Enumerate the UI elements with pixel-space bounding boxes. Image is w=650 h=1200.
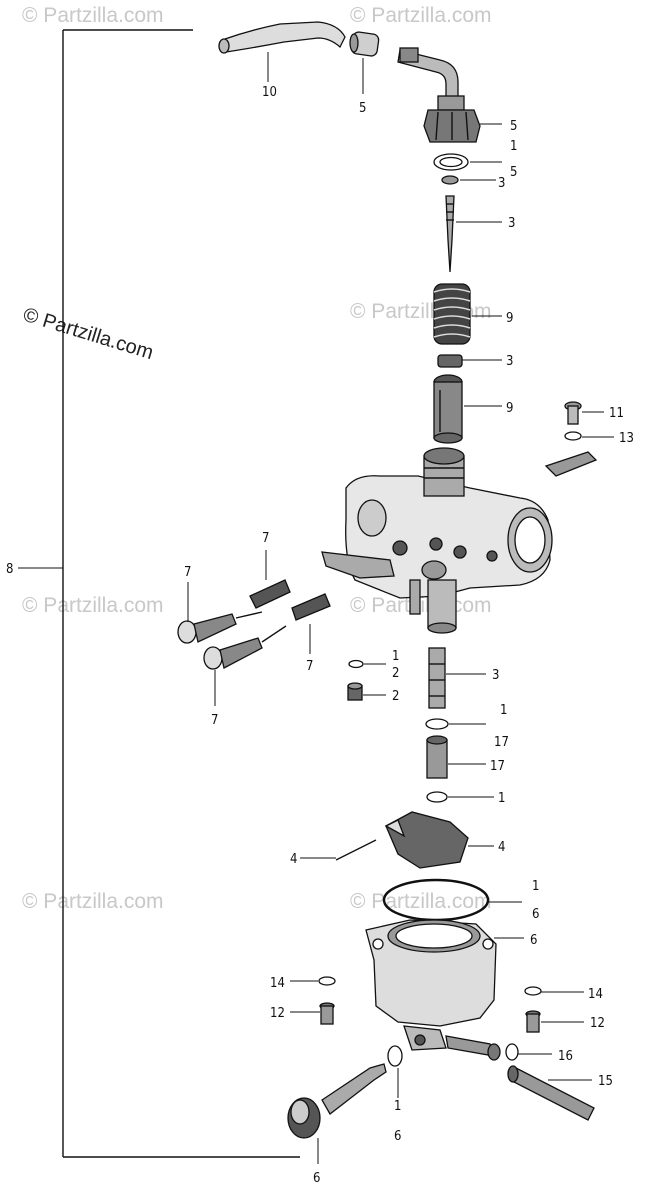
screw-11 <box>564 401 582 425</box>
callout-3-needle: 3 <box>508 216 515 231</box>
callout-1-drain: 1 <box>394 1099 401 1114</box>
top-cap-nut <box>423 95 481 143</box>
callout-17-ring: 17 <box>494 735 509 750</box>
cap-gasket-inner <box>439 156 463 168</box>
throttle-slide <box>433 374 463 444</box>
drain-o-ring <box>387 1045 403 1067</box>
callout-5-hose: 5 <box>359 101 366 116</box>
float-pin <box>335 839 377 861</box>
needle-clip <box>441 175 459 185</box>
callout-6-gasket: 6 <box>532 907 539 922</box>
watermark-main: © Partzilla.com <box>21 304 156 364</box>
washer-1 <box>426 791 448 803</box>
leader-lines <box>187 52 614 1164</box>
callout-labels: 10 5 5 1 5 3 3 9 3 9 11 13 8 7 7 7 7 1 2… <box>6 85 634 1186</box>
callout-14-right: 14 <box>588 987 603 1002</box>
watermark: © Partzilla.com <box>22 4 164 27</box>
callout-2-jet-b: 2 <box>392 689 399 704</box>
watermark: © Partzilla.com <box>350 890 492 913</box>
callout-10: 10 <box>262 85 277 100</box>
callout-1-jet-a: 1 <box>392 649 399 664</box>
callout-1-ring: 1 <box>500 703 507 718</box>
callout-7-c: 7 <box>306 659 313 674</box>
watermark: © Partzilla.com <box>350 4 492 27</box>
callout-3-retainer: 3 <box>506 354 513 369</box>
fuel-inlet-pipe <box>397 47 459 99</box>
callout-6-drain: 6 <box>394 1129 401 1144</box>
carburetor-body <box>321 447 553 634</box>
callout-1-washer: 1 <box>498 791 505 806</box>
emulsion-tube <box>428 647 446 709</box>
callout-6-screw: 6 <box>313 1171 320 1186</box>
watermark: © Partzilla.com <box>22 890 164 913</box>
callout-17-jet: 17 <box>490 759 505 774</box>
o-ring-17 <box>425 718 449 730</box>
callout-12-right: 12 <box>590 1016 605 1031</box>
screw-12-right <box>525 1010 541 1033</box>
callout-11: 11 <box>609 406 624 421</box>
assembly-bracket <box>18 29 300 1158</box>
callout-5-cap: 5 <box>510 119 517 134</box>
callout-7-a: 7 <box>262 531 269 546</box>
callout-7-d: 7 <box>211 713 218 728</box>
callout-8: 8 <box>6 562 13 577</box>
throttle-stop-plate <box>544 451 598 477</box>
callout-4-float: 4 <box>498 840 505 855</box>
drain-screw <box>287 1063 387 1139</box>
float-bowl <box>365 919 501 1061</box>
washer-14-left <box>318 976 336 986</box>
main-jet-holder <box>426 735 448 779</box>
needle-retainer <box>437 354 463 368</box>
fuel-hose <box>218 21 346 54</box>
washer-14-right <box>524 986 542 996</box>
callout-16: 16 <box>558 1049 573 1064</box>
cap-gasket <box>433 153 469 171</box>
hose-clip-16 <box>505 1043 519 1061</box>
hose-sleeve <box>349 31 380 57</box>
callout-12-left: 12 <box>270 1006 285 1021</box>
callout-15: 15 <box>598 1074 613 1089</box>
callout-6-bowl: 6 <box>530 933 537 948</box>
drain-tube-15 <box>507 1065 595 1121</box>
pilot-spring-lower <box>291 593 331 621</box>
pilot-screw-lower <box>203 625 287 670</box>
callout-3-clip: 3 <box>498 176 505 191</box>
callout-14-left: 14 <box>270 976 285 991</box>
watermark: © Partzilla.com <box>22 594 164 617</box>
callout-9-spring: 9 <box>506 311 513 326</box>
pilot-screw-upper <box>177 611 263 644</box>
slow-jet <box>347 682 363 701</box>
callout-5-cap-b: 5 <box>510 165 517 180</box>
jet-needle <box>445 195 455 273</box>
throttle-spring <box>433 283 471 345</box>
washer-13 <box>564 431 582 441</box>
callout-13: 13 <box>619 431 634 446</box>
callout-2-jet-a: 2 <box>392 666 399 681</box>
callout-9-slide: 9 <box>506 401 513 416</box>
float <box>384 811 469 869</box>
watermark-group: © Partzilla.com © Partzilla.com © Partzi… <box>21 4 492 913</box>
screw-12-left <box>319 1002 335 1025</box>
callout-3-tube: 3 <box>492 668 499 683</box>
callout-4-pin: 4 <box>290 852 297 867</box>
callout-1-gasket: 1 <box>532 879 539 894</box>
o-ring-2 <box>348 659 364 669</box>
callout-1-cap: 1 <box>510 139 517 154</box>
callout-7-b: 7 <box>184 565 191 580</box>
pilot-spring-upper <box>249 579 291 609</box>
